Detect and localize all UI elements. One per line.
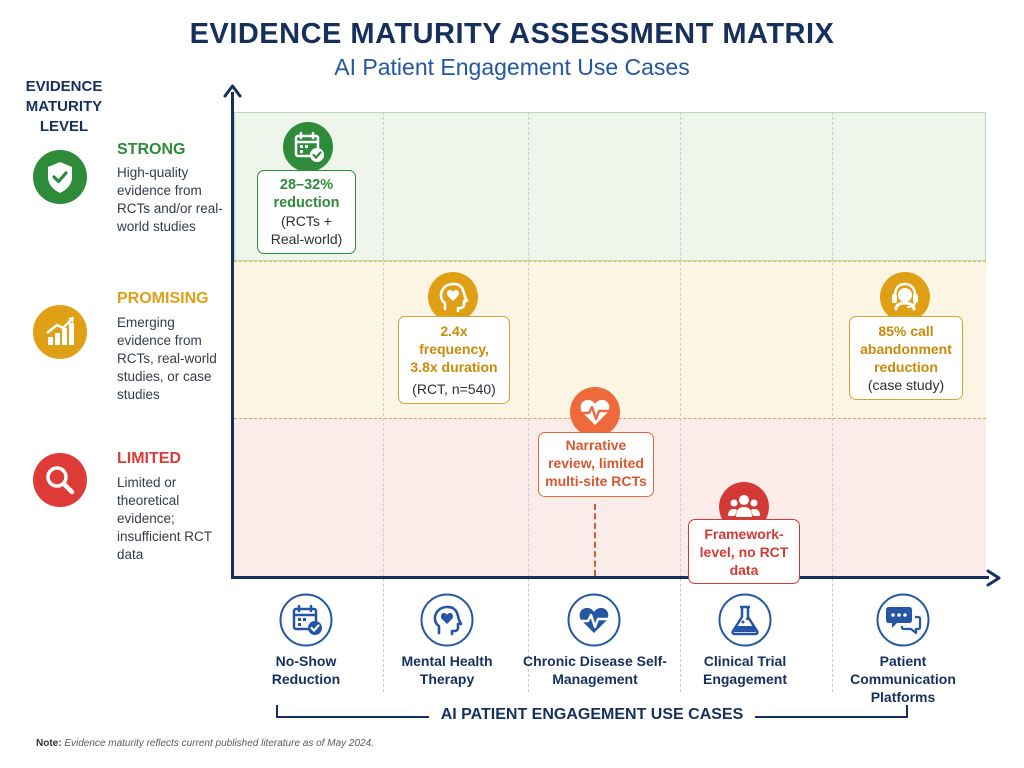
evidence-card-chronic-disease: Narrative review, limited multi-site RCT… (538, 432, 654, 497)
headset-icon (879, 271, 931, 323)
x-axis-arrow-icon (986, 569, 1001, 587)
head-heart-icon (427, 271, 479, 323)
evidence-note: (RCT, n=540) (412, 381, 496, 397)
x-axis-label: AI PATIENT ENGAGEMENT USE CASES (276, 706, 908, 724)
evidence-note: (RCTs + Real-world) (270, 213, 343, 247)
evidence-card-clinical-trial: Framework-level, no RCT data (688, 519, 800, 584)
calendar-check-icon (279, 593, 333, 647)
head-heart-icon (420, 593, 474, 647)
chat-bubbles-icon (876, 593, 930, 647)
use-case-label: Patient Communication Platforms (850, 653, 956, 705)
evidence-headline: 85% call abandonment reduction (860, 323, 952, 375)
evidence-headline: 2.4x frequency, 3.8x duration (410, 323, 498, 375)
footnote-text: Evidence maturity reflects current publi… (64, 738, 374, 749)
column-divider (383, 112, 384, 692)
column-divider (528, 112, 529, 692)
shield-check-icon (33, 150, 87, 204)
evidence-headline: 28–32% reduction (273, 177, 340, 211)
heart-pulse-icon (569, 386, 621, 438)
magnifier-icon (33, 453, 87, 507)
flask-icon (718, 593, 772, 647)
x-axis-bracket (276, 705, 908, 718)
evidence-headline: Framework-level, no RCT data (699, 526, 789, 578)
level-desc-strong: High-quality evidence from RCTs and/or r… (117, 165, 223, 234)
x-axis-label-text: AI PATIENT ENGAGEMENT USE CASES (428, 706, 756, 723)
evidence-card-patient-communication: 85% call abandonment reduction (case stu… (849, 316, 963, 400)
evidence-stem (594, 504, 596, 576)
use-case-label: No-Show Reduction (271, 653, 341, 687)
use-case-label: Mental Health Therapy (401, 653, 493, 687)
level-title-promising: PROMISING (117, 290, 209, 307)
evidence-card-no-show: 28–32% reduction (RCTs + Real-world) (257, 170, 356, 254)
level-desc-limited: Limited or theoretical evidence; insuffi… (117, 475, 212, 562)
use-case-label: Clinical Trial Engagement (702, 653, 787, 687)
bar-chart-growth-icon (33, 305, 87, 359)
use-case-label: Chronic Disease Self-Management (523, 653, 667, 687)
level-title-strong: STRONG (117, 141, 186, 158)
footnote: Note: Evidence maturity reflects current… (36, 738, 374, 749)
level-title-limited: LIMITED (117, 450, 181, 467)
band-strong (234, 112, 986, 261)
page-title: EVIDENCE MATURITY ASSESSMENT MATRIX (189, 18, 835, 50)
evidence-note: (case study) (867, 377, 945, 393)
level-desc-promising: Emerging evidence from RCTs, real-world … (117, 315, 217, 402)
calendar-check-icon (282, 121, 334, 173)
y-axis-line (231, 92, 234, 579)
page-subtitle: AI Patient Engagement Use Cases (334, 54, 690, 80)
x-axis-line (231, 576, 989, 579)
footnote-label: Note: (36, 738, 62, 749)
y-axis-label: EVIDENCE MATURITY LEVEL (25, 78, 103, 135)
evidence-card-mental-health: 2.4x frequency, 3.8x duration (RCT, n=54… (398, 316, 510, 404)
column-divider (832, 112, 833, 692)
heart-pulse-icon (567, 593, 621, 647)
column-divider (680, 112, 681, 692)
y-axis-arrow-icon (223, 84, 242, 98)
evidence-headline: Narrative review, limited multi-site RCT… (545, 437, 647, 489)
divider-strong-promising (234, 261, 986, 262)
